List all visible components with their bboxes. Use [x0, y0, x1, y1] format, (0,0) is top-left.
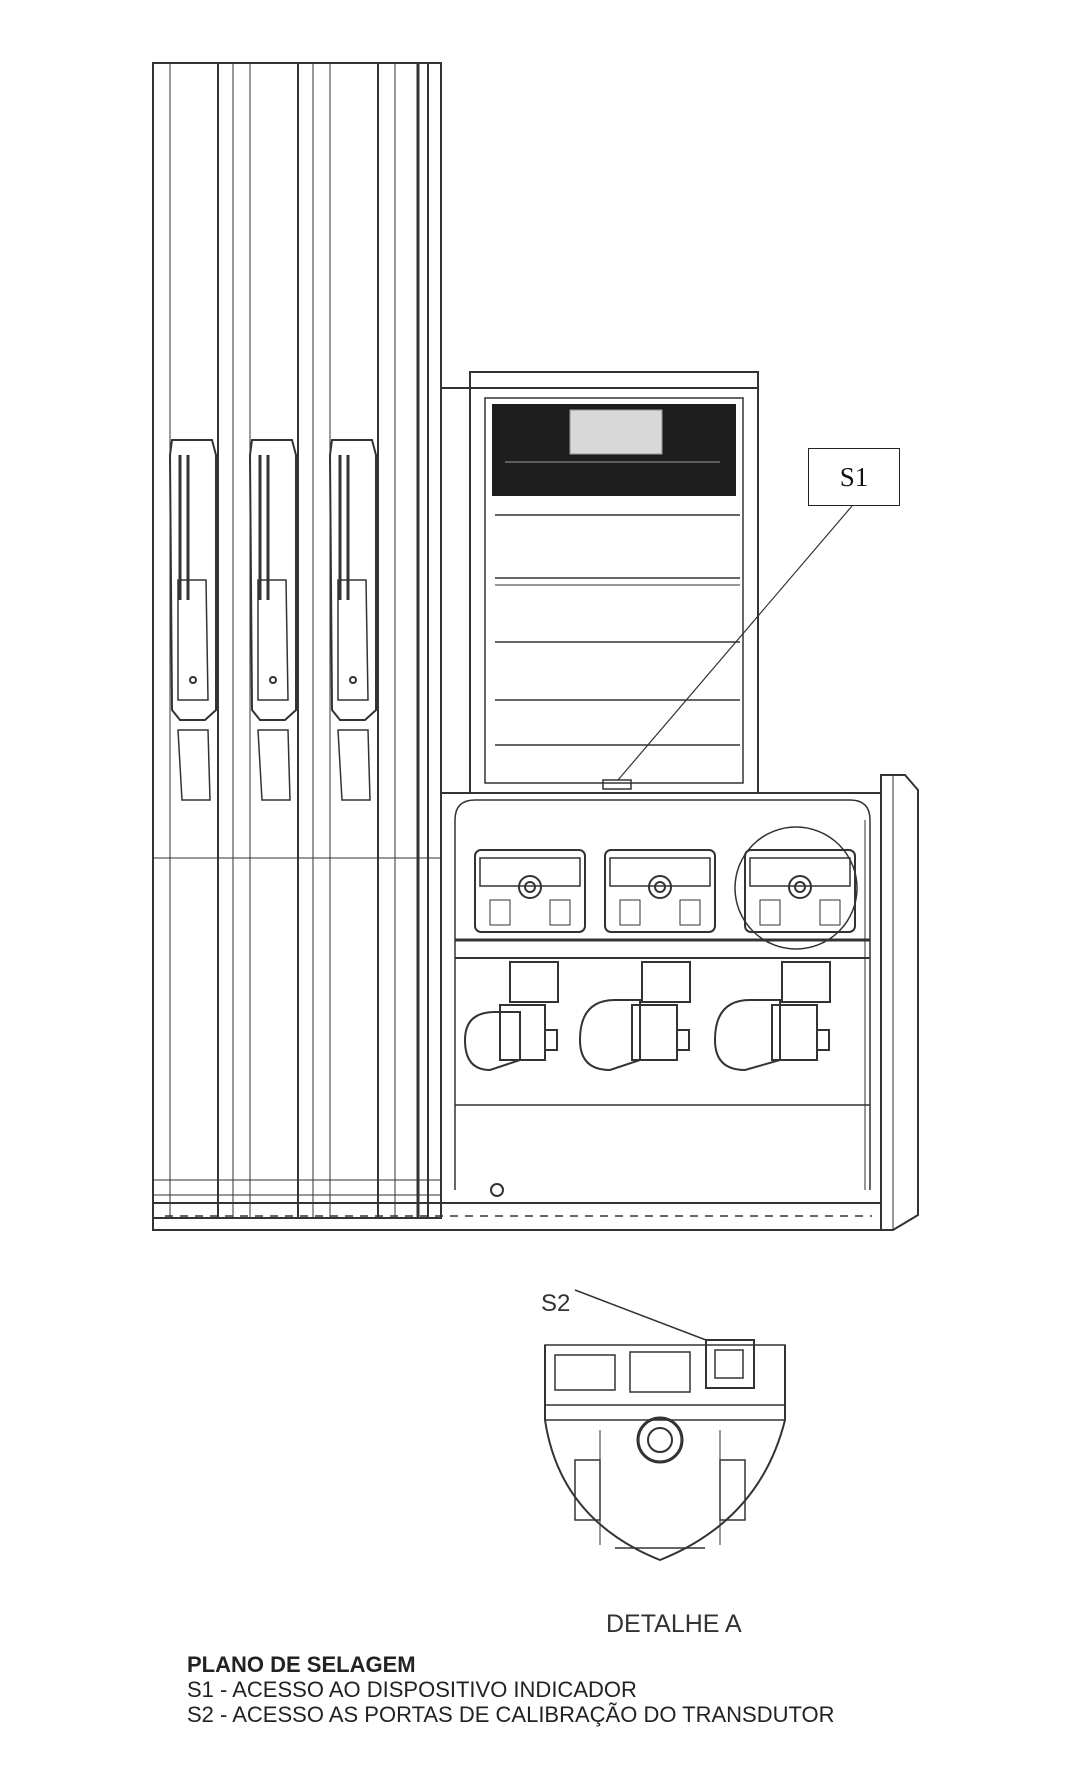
- legend-title: PLANO DE SELAGEM: [187, 1652, 416, 1677]
- outlet-2: [578, 961, 691, 1072]
- legend-item-s1: S1 - ACESSO AO DISPOSITIVO INDICADOR: [187, 1677, 637, 1702]
- hydraulic-cabinet: [440, 792, 882, 1204]
- display-screen: [569, 409, 663, 455]
- nozzle-3: [328, 439, 377, 801]
- display-head: [441, 371, 759, 794]
- nozzle-2: [248, 439, 297, 801]
- callout-s2: S2: [541, 1290, 571, 1317]
- s2-leader-line: [574, 1289, 707, 1341]
- side-panel: [880, 774, 919, 1231]
- meter-1: [474, 849, 586, 933]
- seal-point-s1: [602, 779, 632, 790]
- s1-leader-line: [617, 505, 853, 781]
- legend-item-s2: S2 - ACESSO AS PORTAS DE CALIBRAÇÃO DO T…: [187, 1702, 835, 1727]
- outlet-3: [713, 961, 831, 1072]
- detail-a-view: [544, 1339, 786, 1562]
- callout-s1: S1: [808, 448, 900, 506]
- detail-a-label: DETALHE A: [606, 1610, 742, 1638]
- perforated-base: [152, 1202, 882, 1231]
- nozzle-1: [168, 439, 217, 801]
- detail-a-circle: [734, 826, 858, 950]
- meter-2: [604, 849, 716, 933]
- seal-point-s2: [705, 1339, 755, 1389]
- nozzle-column: [152, 62, 442, 1219]
- sealing-plan-legend: PLANO DE SELAGEM S1 - ACESSO AO DISPOSIT…: [187, 1652, 835, 1727]
- outlet-1: [463, 961, 559, 1072]
- meter-3: [734, 826, 858, 950]
